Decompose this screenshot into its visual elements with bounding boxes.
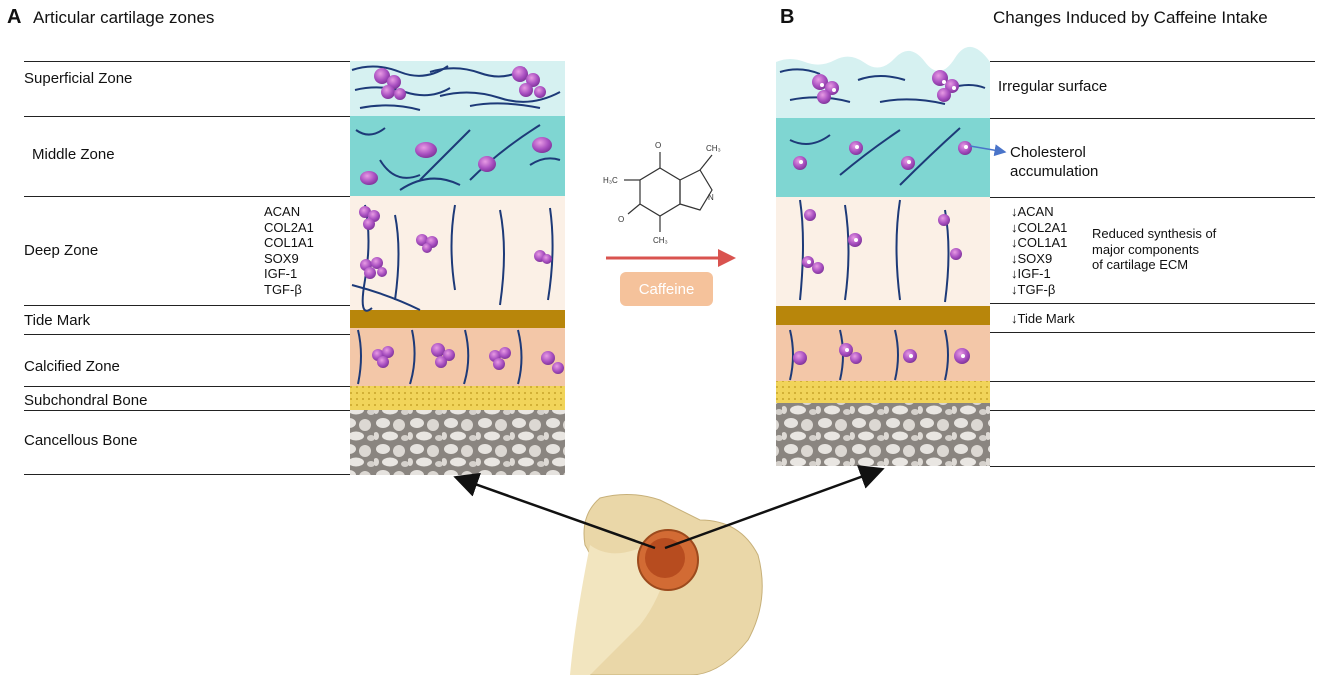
gene-item: ↓IGF-1	[1011, 266, 1051, 281]
molecule-labels: O O CH₃ CH₃ H₃C N	[603, 141, 721, 245]
molecule-o: O	[655, 141, 661, 150]
gene-item: ↓TGF-β	[1011, 281, 1056, 297]
gene-item: COL2A1	[264, 219, 314, 235]
zone-divider	[24, 334, 350, 335]
zone-divider	[990, 410, 1315, 411]
zone-divider	[990, 118, 1315, 119]
zone-divider	[24, 410, 350, 411]
cholesterol-label: Cholesterol accumulation	[1010, 143, 1098, 181]
zone-divider	[24, 386, 350, 387]
zone-divider	[24, 474, 350, 475]
panel-b-letter: B	[780, 6, 795, 28]
gene-item: IGF-1	[264, 266, 298, 281]
zone-divider	[990, 466, 1315, 467]
molecule-h3c: H₃C	[603, 176, 618, 185]
zone-divider	[990, 197, 1315, 198]
panel-a-title: Articular cartilage zones	[33, 8, 215, 27]
tide-mark-label: Tide Mark	[24, 312, 91, 329]
tide-mark-reduced-label: ↓Tide Mark	[1011, 311, 1075, 326]
caffeine-molecule	[624, 152, 713, 232]
hip-joint-illustration	[570, 494, 763, 675]
deep-zone-label: Deep Zone	[24, 242, 99, 259]
gene-item: ↓COL1A1	[1011, 235, 1068, 250]
molecule-n: N	[708, 193, 714, 202]
gene-item: ↓COL2A1	[1011, 219, 1068, 235]
right-cartilage-block	[776, 46, 1007, 466]
gene-list: ACAN COL2A1 COL1A1 SOX9 IGF-1 TGF-β	[264, 204, 314, 297]
molecule-ch3: CH₃	[706, 144, 721, 153]
note-line: of cartilage ECM	[1092, 257, 1189, 272]
zone-divider	[990, 381, 1315, 382]
gene-item: ↓ACAN	[1011, 204, 1054, 219]
panel-b-title: Changes Induced by Caffeine Intake	[993, 8, 1268, 27]
zone-divider	[990, 303, 1315, 304]
irregular-surface-label: Irregular surface	[998, 78, 1108, 95]
zone-divider	[990, 332, 1315, 333]
arrow-to-panel-b	[664, 465, 885, 550]
zone-divider	[24, 61, 350, 62]
superficial-zone-label: Superficial Zone	[24, 70, 133, 87]
gene-item: ↓SOX9	[1011, 250, 1053, 266]
zone-divider	[24, 196, 350, 197]
panel-a-letter: A	[7, 6, 22, 28]
reduced-gene-list: ↓ACAN ↓COL2A1 ↓COL1A1 ↓SOX9 ↓IGF-1 ↓TGF-…	[1011, 204, 1067, 297]
gene-item: ACAN	[264, 204, 301, 219]
arrow-to-panel-a	[453, 472, 656, 550]
gene-item: TGF-β	[264, 281, 302, 297]
subchondral-bone-label: Subchondral Bone	[24, 392, 148, 409]
zone-divider	[24, 305, 350, 306]
cancellous-bone-label: Cancellous Bone	[24, 432, 138, 449]
middle-zone-label: Middle Zone	[32, 146, 115, 163]
molecule-o: O	[618, 215, 624, 224]
gene-item: COL1A1	[264, 235, 314, 250]
zone-divider	[24, 116, 350, 117]
reduced-synthesis-note: Reduced synthesis of major components of…	[1092, 226, 1216, 273]
gene-item: SOX9	[264, 250, 299, 266]
caffeine-label: Caffeine	[620, 272, 713, 306]
calcified-zone-label: Calcified Zone	[24, 358, 120, 375]
cholesterol-line: Cholesterol	[1010, 144, 1086, 161]
note-line: Reduced synthesis of	[1092, 226, 1217, 241]
left-cartilage-block	[350, 61, 565, 475]
note-line: major components	[1092, 241, 1199, 257]
zone-divider	[990, 61, 1315, 62]
cholesterol-line: accumulation	[1010, 163, 1099, 180]
molecule-ch3: CH₃	[653, 236, 668, 245]
